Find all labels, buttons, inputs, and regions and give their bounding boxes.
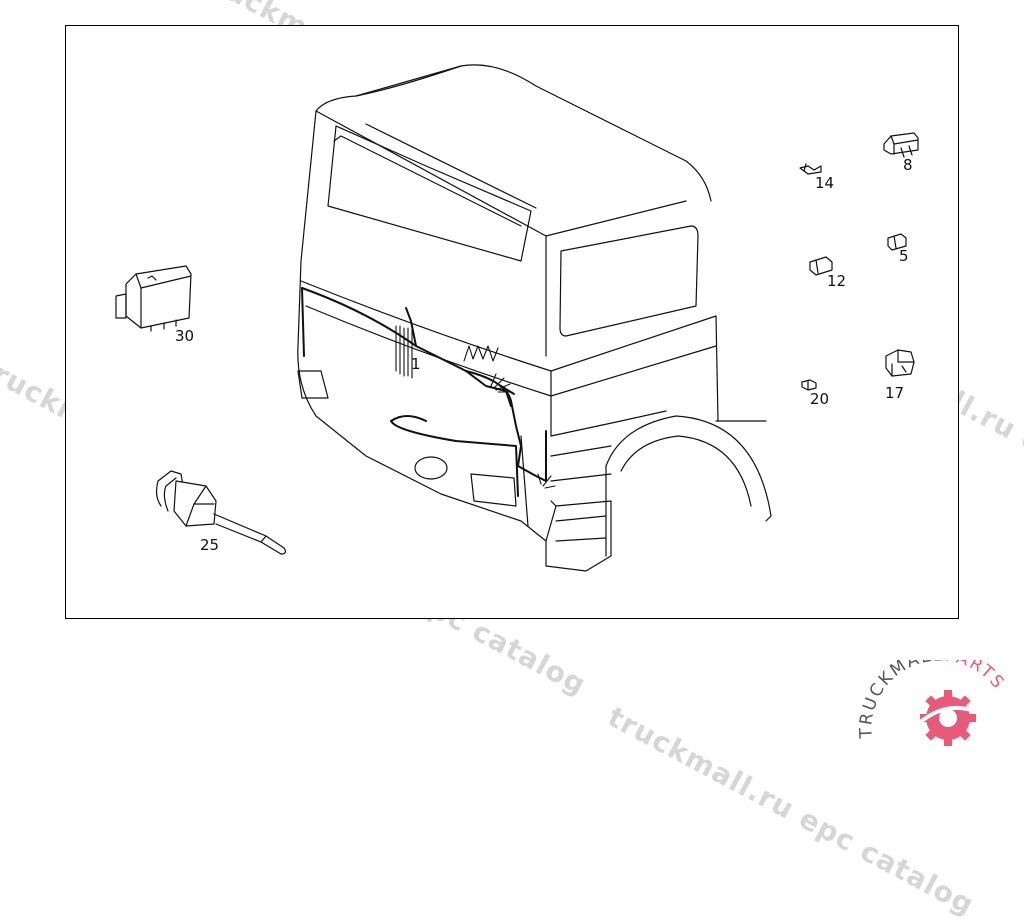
connector-part-8 <box>883 132 919 158</box>
harness-bundle <box>395 325 556 489</box>
parts-diagram: 1 5 8 12 14 17 20 25 30 <box>115 64 919 572</box>
truck-cab <box>297 64 772 572</box>
parts-diagram-frame: 1 5 8 12 14 17 20 25 30 <box>65 25 959 619</box>
callout-14: 14 <box>815 174 834 192</box>
callout-1: 1 <box>411 355 421 373</box>
gear-icon <box>916 690 983 746</box>
connector-part-5 <box>887 233 907 251</box>
terminal-part-14 <box>799 163 822 175</box>
connector-part-12 <box>809 256 833 276</box>
callout-25: 25 <box>200 536 219 554</box>
callout-5: 5 <box>899 247 909 265</box>
combination-switch-part-25 <box>155 470 287 555</box>
truckmall-parts-logo: TRUCKMALLPARTS <box>858 660 1009 746</box>
relay-part-30 <box>115 265 192 332</box>
callout-8: 8 <box>903 156 913 174</box>
connector-part-17 <box>885 349 915 377</box>
callout-17: 17 <box>885 384 904 402</box>
callout-12: 12 <box>827 272 846 290</box>
callout-30: 30 <box>175 327 194 345</box>
callout-20: 20 <box>810 390 829 408</box>
logo-text-accent: PARTS <box>944 660 1009 694</box>
terminal-part-20 <box>801 379 817 391</box>
